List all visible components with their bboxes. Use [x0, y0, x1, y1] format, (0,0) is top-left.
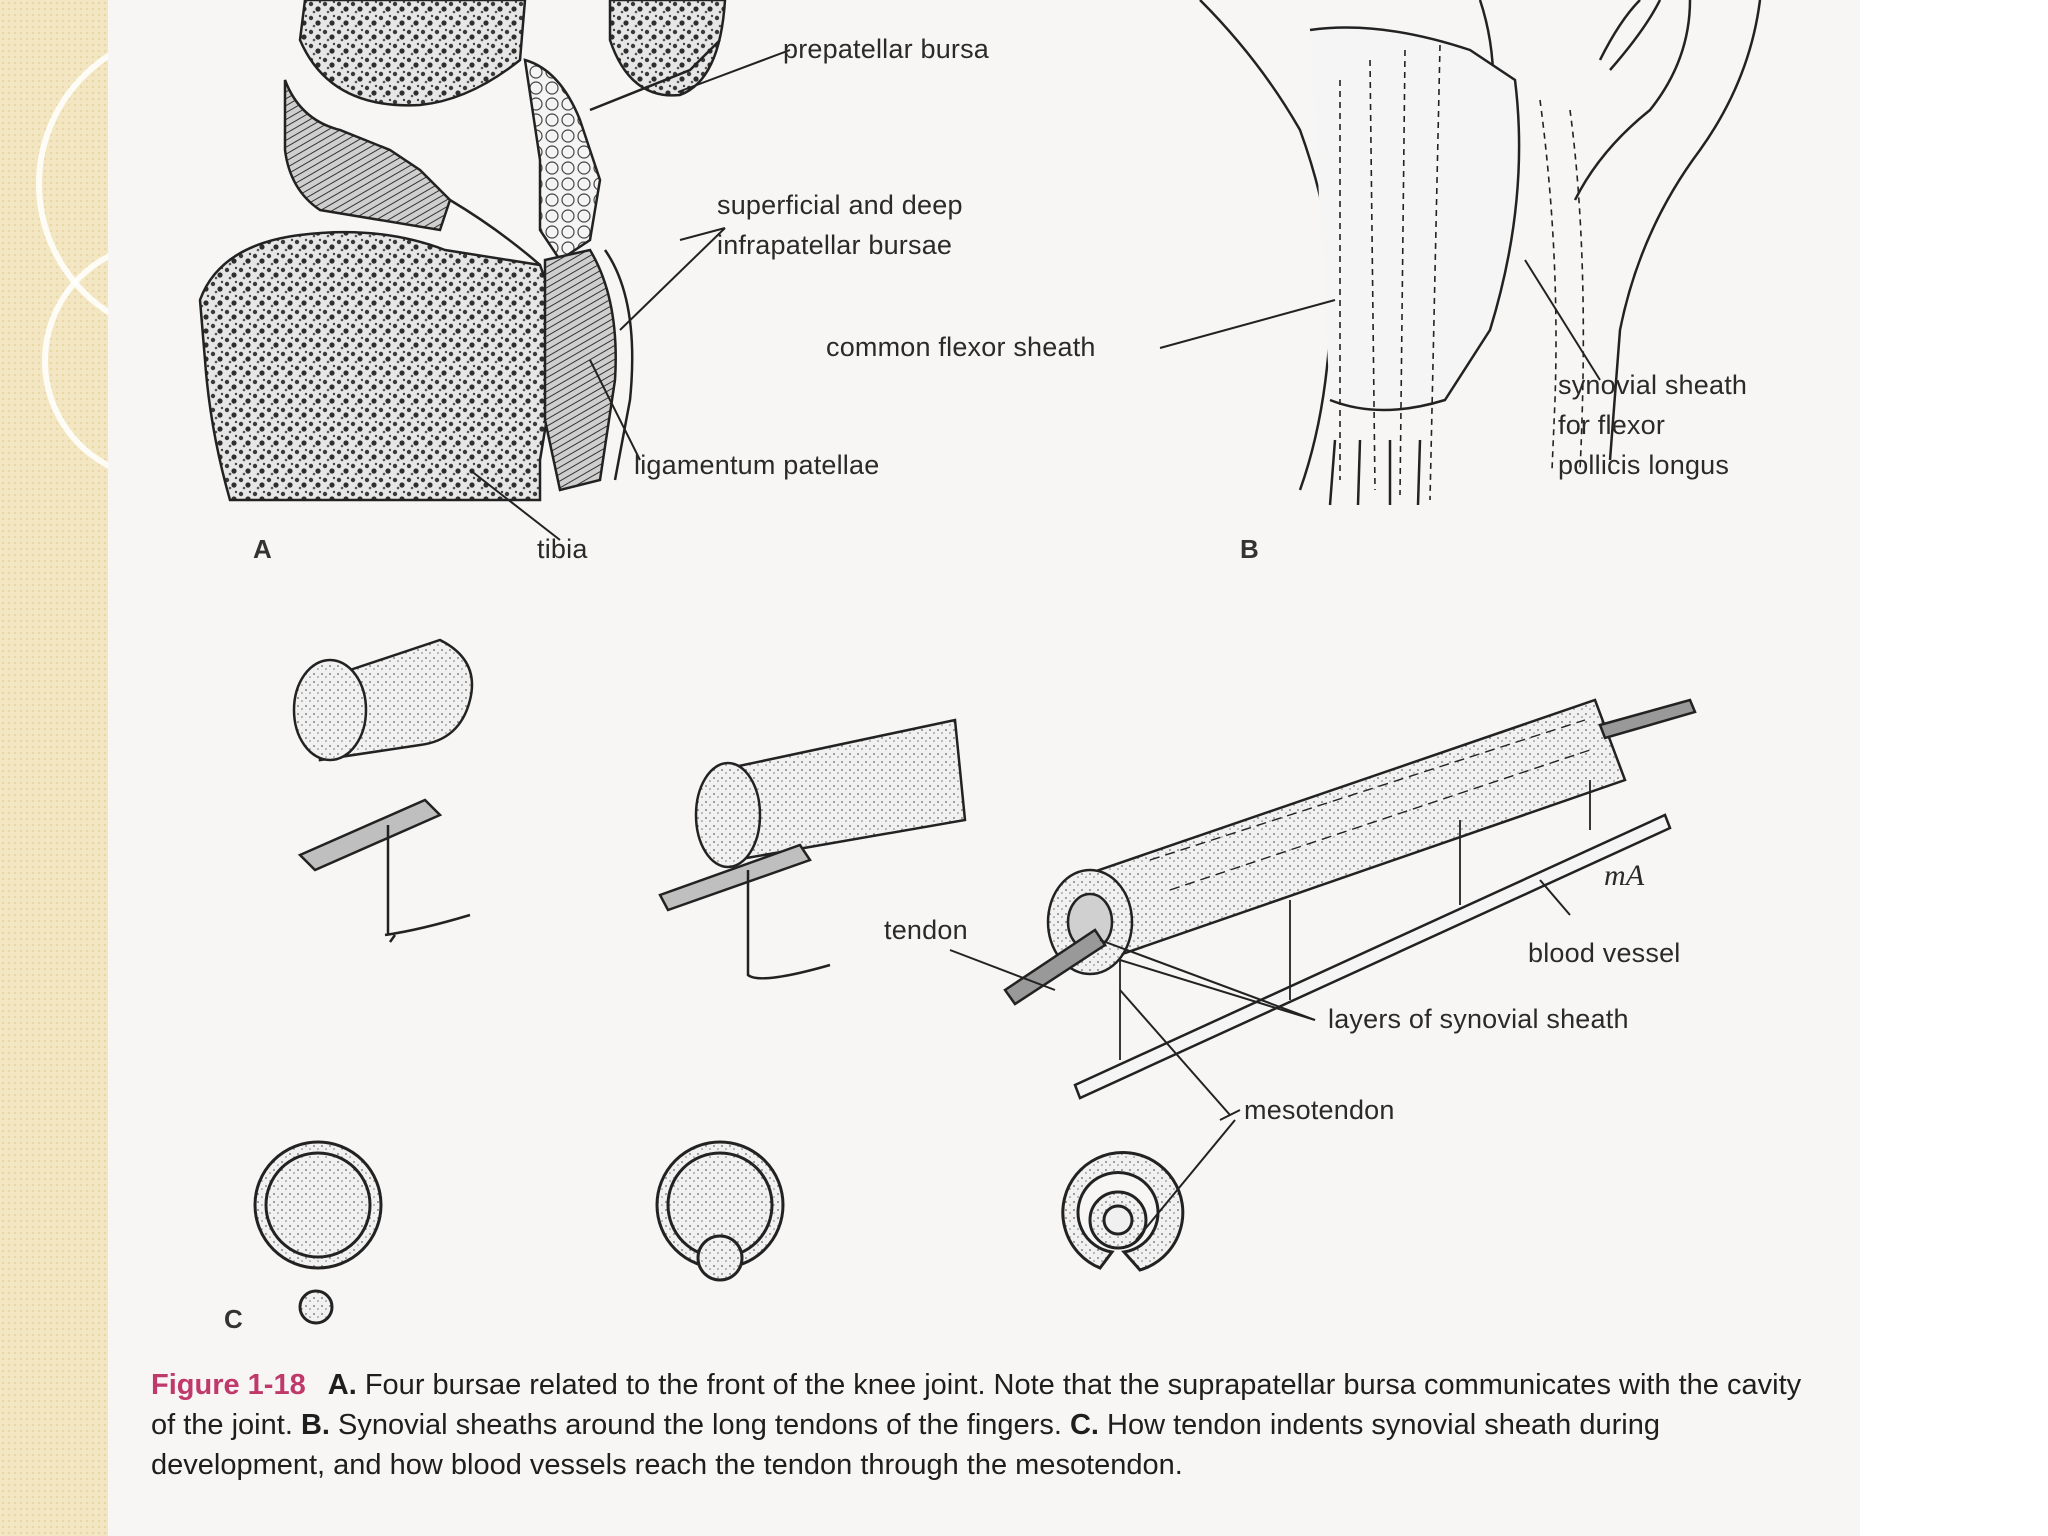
panel-label-c: C [224, 1304, 243, 1335]
figure-caption: Figure 1-18 A. Four bursae related to th… [151, 1365, 1831, 1485]
label-common-flexor-sheath: common flexor sheath [826, 332, 1096, 364]
artist-initials: mA [1604, 858, 1644, 893]
caption-text-b: Synovial sheaths around the long tendons… [338, 1409, 1062, 1441]
label-tibia: tibia [537, 534, 588, 566]
label-superficial-deep: superficial and deep [717, 190, 963, 222]
knee-drawing [200, 0, 725, 500]
label-infrapatellar-bursae: infrapatellar bursae [717, 230, 952, 262]
label-mesotendon: mesotendon [1244, 1095, 1395, 1127]
label-blood-vessel: blood vessel [1528, 938, 1681, 970]
label-synovial-sheath-line1: synovial sheath [1558, 370, 1747, 402]
label-layers-synovial-sheath: layers of synovial sheath [1328, 1004, 1629, 1036]
label-synovial-sheath-line3: pollicis longus [1558, 450, 1729, 482]
caption-key-b: B. [301, 1409, 330, 1441]
caption-key-c: C. [1070, 1409, 1099, 1441]
cross-sections [255, 1120, 1235, 1323]
label-tendon: tendon [884, 915, 968, 947]
label-ligamentum-patellae: ligamentum patellae [634, 450, 879, 482]
caption-key-a: A. [328, 1369, 357, 1401]
figure-number: Figure 1-18 [151, 1369, 306, 1401]
label-synovial-sheath-line2: for flexor [1558, 410, 1665, 442]
label-prepatellar-bursa: prepatellar bursa [783, 34, 989, 66]
hand-drawing [1200, 0, 1760, 505]
panel-label-a: A [253, 534, 272, 565]
panel-label-b: B [1240, 534, 1259, 565]
